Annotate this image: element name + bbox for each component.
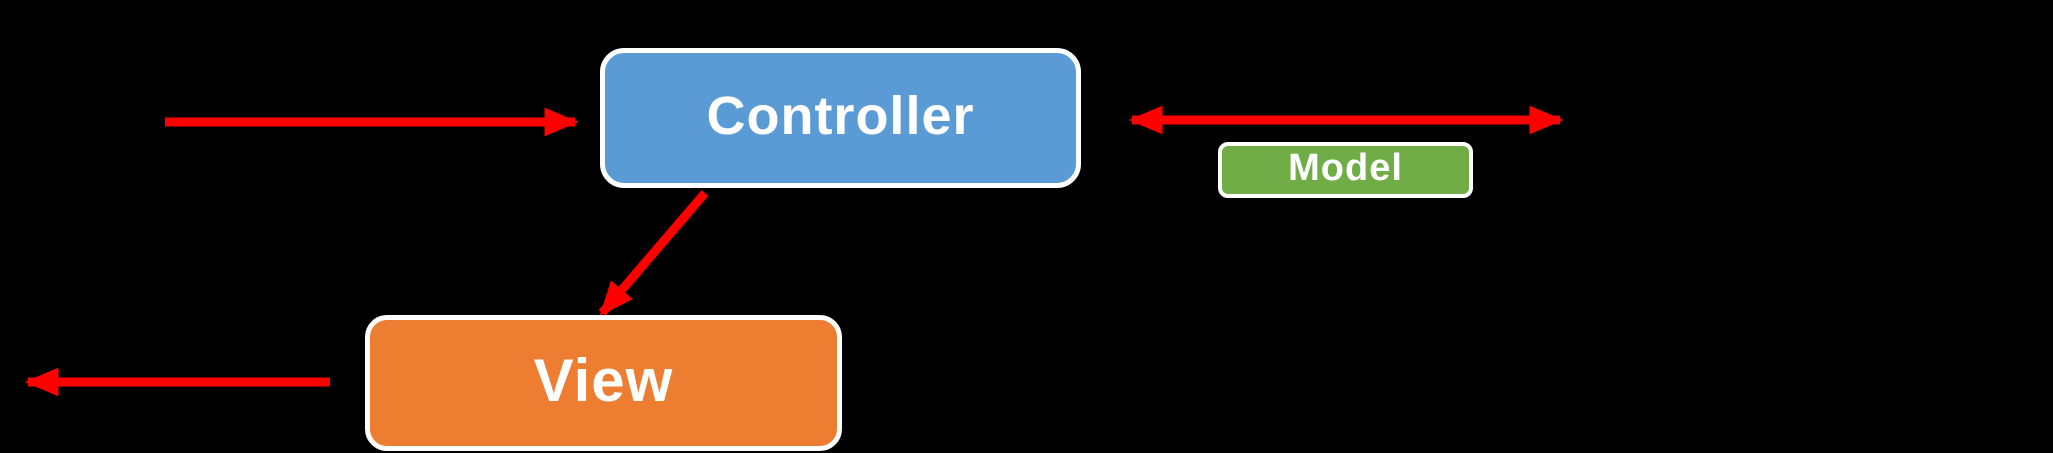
model-label: Model: [1288, 147, 1403, 189]
model-node: Model: [1218, 142, 1473, 198]
controller-label: Controller: [706, 86, 975, 146]
view-node: View: [365, 315, 842, 451]
controller-node: Controller: [600, 48, 1081, 188]
controller-to-view-arrow: [598, 190, 709, 316]
view-label: View: [533, 347, 674, 414]
